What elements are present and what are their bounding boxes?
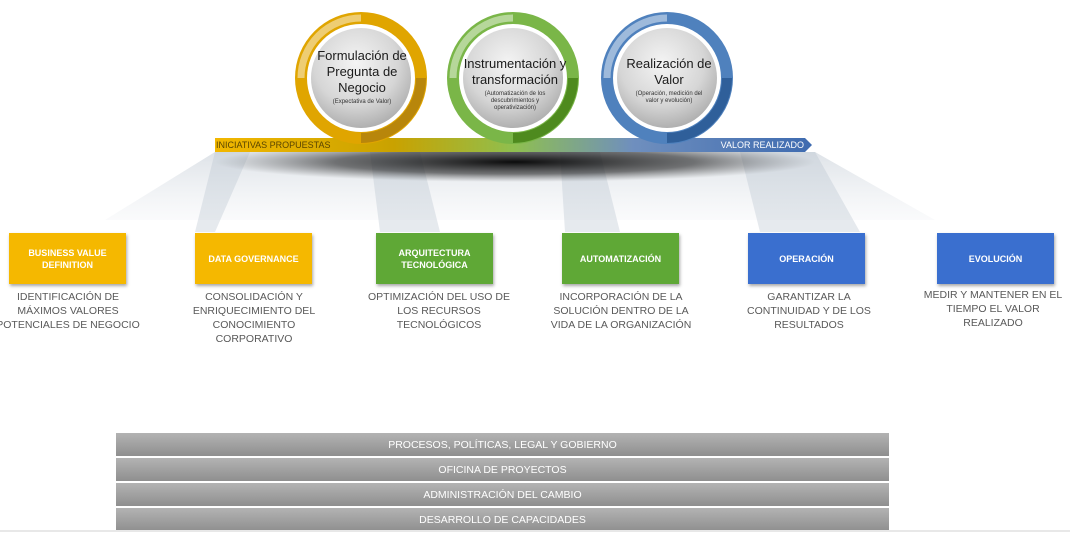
stage-operation: OPERACIÓN xyxy=(748,233,865,284)
ring-shade xyxy=(512,77,578,143)
circle-subtitle: (Operación, medición del valor y evoluci… xyxy=(635,91,703,104)
circle-title: Realización de Valor xyxy=(626,56,712,87)
ring-disc xyxy=(617,28,717,128)
ring-shade xyxy=(360,77,426,143)
circle-value-realization: Realización de Valor (Operación, medició… xyxy=(622,56,716,105)
stage-data-governance: DATA GOVERNANCE xyxy=(195,233,312,284)
circle-business-question: Formulación de Pregunta de Negocio (Expe… xyxy=(310,48,414,106)
stage-automation: AUTOMATIZACIÓN xyxy=(562,233,679,284)
ring-business-question xyxy=(295,12,427,144)
stage-description: IDENTIFICACIÓN DE MÁXIMOS VALORES POTENC… xyxy=(0,291,140,331)
foundation-bar-change-management: ADMINISTRACIÓN DEL CAMBIO xyxy=(116,483,889,507)
circle-title: Instrumentación y transformación xyxy=(463,56,567,87)
ring-highlight xyxy=(603,14,668,79)
circle-subtitle: (Expectativa de Valor) xyxy=(332,99,392,105)
ring-instrumentation xyxy=(447,12,579,144)
circle-subtitle: (Automatización de los descubrimientos y… xyxy=(484,91,546,111)
stage-description: GARANTIZAR LA CONTINUIDAD Y DE LOS RESUL… xyxy=(747,291,871,331)
stage-description: MEDIR Y MANTENER EN EL TIEMPO EL VALOR R… xyxy=(923,289,1063,329)
ring-disc xyxy=(311,28,411,128)
stage-description: OPTIMIZACIÓN DEL USO DE LOS RECURSOS TEC… xyxy=(368,291,510,331)
stage-business-value-definition: BUSINESS VALUE DEFINITION xyxy=(9,233,126,284)
foundation-bar-capability-development: DESARROLLO DE CAPACIDADES xyxy=(116,508,889,532)
bottom-divider xyxy=(0,530,1070,532)
stage-evolution: EVOLUCIÓN xyxy=(937,233,1054,284)
circle-title: Formulación de Pregunta de Negocio xyxy=(317,48,407,95)
circle-group xyxy=(295,12,733,144)
ring-disc xyxy=(463,28,563,128)
proposed-initiatives-label: INICIATIVAS PROPUESTAS xyxy=(216,140,331,150)
foundation-bar-project-office: OFICINA DE PROYECTOS xyxy=(116,458,889,482)
stage-description: INCORPORACIÓN DE LA SOLUCIÓN DENTRO DE L… xyxy=(550,291,692,331)
stage-technology-architecture: ARQUITECTURA TECNOLÓGICA xyxy=(376,233,493,284)
ring-value-realization xyxy=(601,12,733,144)
ring-highlight xyxy=(449,14,514,79)
ring-highlight xyxy=(297,14,362,79)
realized-value-label: VALOR REALIZADO xyxy=(720,140,804,150)
ring-shade xyxy=(666,77,732,143)
circle-instrumentation: Instrumentación y transformación (Automa… xyxy=(462,56,568,112)
stage-description: CONSOLIDACIÓN Y ENRIQUECIMIENTO DEL CONO… xyxy=(192,291,316,345)
foundation-bar-governance: PROCESOS, POLÍTICAS, LEGAL Y GOBIERNO xyxy=(116,433,889,457)
